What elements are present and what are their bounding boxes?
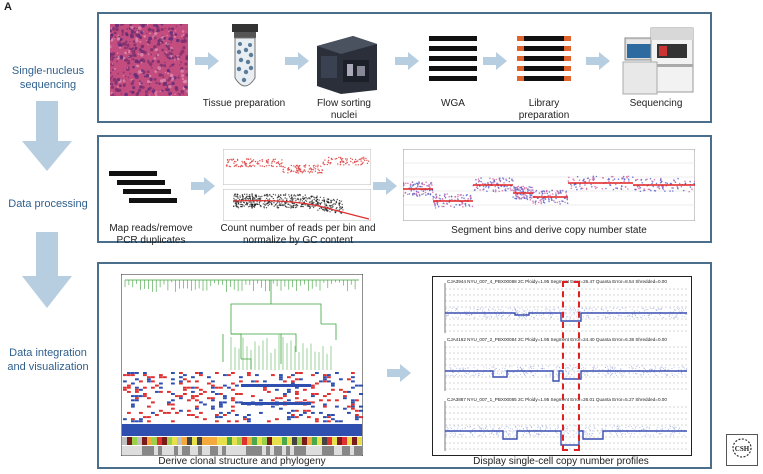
csh-logo-mark: CSH [732, 438, 752, 458]
tissue-image [110, 24, 188, 96]
library-fragments-icon [517, 36, 571, 81]
svg-text:CSH: CSH [735, 445, 750, 453]
stage-label-processing: Data processing [8, 198, 88, 210]
right-arrow-icon [285, 52, 309, 70]
right-arrow-icon [387, 364, 411, 382]
segmentation-plot [403, 149, 695, 221]
step-label: Library preparation [518, 98, 570, 121]
right-arrow-icon [483, 52, 507, 70]
step-label: Count number of reads per bin and normal… [220, 223, 376, 246]
profile-plot [444, 283, 688, 333]
profile-header: CJA4162 NYU_007_2_PBX00084 2C Ploidy=1.9… [447, 337, 667, 342]
step-label: Sequencing [629, 98, 683, 109]
flow-sorter-icon [317, 36, 377, 94]
sequencing-panel: Tissue preparation Flow sorting nuclei W… [97, 12, 712, 123]
read-count-plot [223, 149, 371, 185]
gc-normalization-plot [223, 189, 371, 221]
step-label: Display single-cell copy number profiles [473, 456, 649, 467]
profile-plot [444, 341, 688, 391]
phylogeny-heatmap [121, 274, 363, 456]
right-arrow-icon [586, 52, 610, 70]
down-arrow-icon [22, 101, 72, 171]
csh-logo: CSH [726, 434, 758, 466]
right-arrow-icon [373, 177, 397, 195]
right-arrow-icon [191, 177, 215, 195]
profile-header: CJA3887 NYU_007_1_PBX00085 2C Ploidy=1.9… [447, 397, 667, 402]
processing-panel: Map reads/remove PCR duplicates Count nu… [97, 135, 712, 246]
highlight-box [562, 281, 580, 451]
sequencer-icon [622, 27, 694, 95]
copy-number-profiles: CJA3944 NYU_007_4_PBX00088 2C Ploidy=1.9… [432, 276, 692, 456]
profile-header: CJA3944 NYU_007_4_PBX00088 2C Ploidy=1.9… [447, 279, 667, 284]
integration-panel: Derive clonal structure and phylogeny CJ… [97, 262, 712, 469]
step-label: Map reads/remove PCR duplicates [109, 223, 193, 246]
step-label: Segment bins and derive copy number stat… [451, 225, 647, 236]
right-arrow-icon [395, 52, 419, 70]
stage-label-sequencing: Single-nucleus sequencing [11, 65, 85, 91]
panel-letter: A [4, 1, 12, 13]
mapped-reads-icon [109, 171, 177, 203]
step-label: Flow sorting nuclei [317, 98, 371, 121]
step-label: WGA [441, 98, 465, 109]
stage-label-integration: Data integration and visualization [7, 347, 89, 373]
step-label: Derive clonal structure and phylogeny [158, 456, 326, 467]
wga-fragments-icon [429, 36, 477, 81]
step-label: Tissue preparation [202, 98, 286, 109]
profile-plot [444, 401, 687, 451]
down-arrow-icon [22, 232, 72, 308]
right-arrow-icon [195, 52, 219, 70]
test-tube-icon [232, 24, 258, 87]
